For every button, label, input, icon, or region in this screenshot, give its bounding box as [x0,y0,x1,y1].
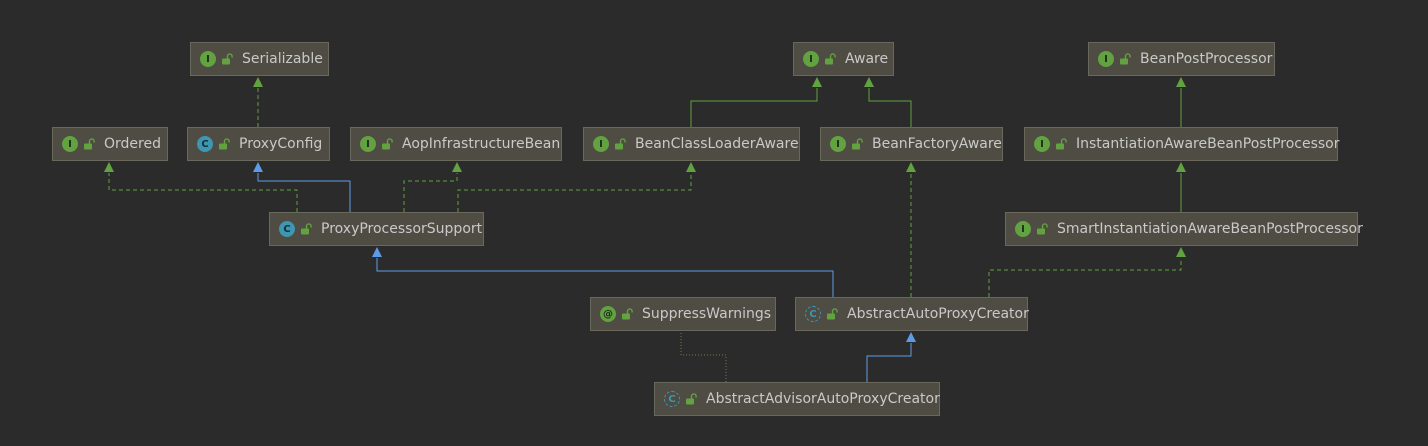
node-aapc[interactable]: C AbstractAutoProxyCreator [795,297,1029,331]
node-label: AopInfrastructureBean [402,136,561,152]
edge-aapc-to-siabpp-arrowhead [1176,247,1186,257]
public-lock-icon [222,53,233,65]
node-aaapc[interactable]: C AbstractAdvisorAutoProxyCreator [654,382,940,416]
interface-badge-icon: I [593,136,609,152]
public-lock-icon [84,138,95,150]
node-iabpp[interactable]: I InstantiationAwareBeanPostProcessor [1024,127,1340,161]
node-siabpp[interactable]: I SmartInstantiationAwareBeanPostProcesso… [1005,212,1363,246]
interface-badge-icon: I [1034,136,1050,152]
public-lock-icon [615,138,626,150]
edge-iabpp-to-beanpostprocessor-arrowhead [1176,77,1186,87]
edge-beanfactoryaware-to-aware [868,88,912,127]
node-beanclassloaderaware[interactable]: I BeanClassLoaderAware [583,127,800,161]
node-label: AbstractAutoProxyCreator [847,306,1029,322]
public-lock-icon [1037,223,1048,235]
node-proxyprocessorsupport[interactable]: C ProxyProcessorSupport [269,212,484,246]
public-lock-icon [1120,53,1131,65]
node-label: ProxyConfig [239,136,323,152]
public-lock-icon [382,138,393,150]
edge-aaapc-to-aapc-arrowhead [906,332,916,342]
node-proxyconfig[interactable]: C ProxyConfig [187,127,330,161]
class-badge-icon: C [197,136,213,152]
edge-proxyprocessorsupport-to-ordered-arrowhead [104,162,114,172]
interface-badge-icon: I [1098,51,1114,67]
interface-badge-icon: I [200,51,216,67]
edge-aaapc-to-aapc [866,343,912,382]
edge-beanclassloaderaware-to-aware-arrowhead [812,77,822,87]
public-lock-icon [852,138,863,150]
edge-aapc-to-proxyprocessorsupport [376,258,834,297]
edge-aapc-to-proxyprocessorsupport-arrowhead [372,247,382,257]
node-suppresswarnings[interactable]: @ SuppressWarnings [590,297,776,331]
edge-aaapc-to-suppresswarnings [680,331,727,382]
public-lock-icon [686,393,697,405]
node-label: BeanPostProcessor [1140,51,1273,67]
node-beanpostprocessor[interactable]: I BeanPostProcessor [1088,42,1275,76]
edge-proxyprocessorsupport-to-beanclassloaderaware [457,173,692,212]
node-aopinfra[interactable]: I AopInfrastructureBean [350,127,562,161]
public-lock-icon [825,53,836,65]
edge-proxyprocessorsupport-to-beanclassloaderaware-arrowhead [686,162,696,172]
node-label: SmartInstantiationAwareBeanPostProcessor [1057,221,1363,237]
edge-beanfactoryaware-to-aware-arrowhead [864,77,874,87]
node-label: AbstractAdvisorAutoProxyCreator [706,391,940,407]
node-label: InstantiationAwareBeanPostProcessor [1076,136,1340,152]
edge-proxyconfig-to-serializable-arrowhead [253,77,263,87]
node-label: Ordered [104,136,161,152]
node-label: Aware [845,51,889,67]
public-lock-icon [219,138,230,150]
node-serializable[interactable]: I Serializable [190,42,329,76]
node-aware[interactable]: I Aware [793,42,894,76]
annotation-badge-icon: @ [600,306,616,322]
node-ordered[interactable]: I Ordered [52,127,168,161]
public-lock-icon [827,308,838,320]
interface-badge-icon: I [830,136,846,152]
node-label: ProxyProcessorSupport [321,221,483,237]
node-label: BeanFactoryAware [872,136,1002,152]
public-lock-icon [622,308,633,320]
edge-proxyprocessorsupport-to-proxyconfig-arrowhead [253,162,263,172]
node-label: Serializable [242,51,323,67]
interface-badge-icon: I [360,136,376,152]
edge-aapc-to-siabpp [988,258,1182,297]
edge-proxyprocessorsupport-to-proxyconfig [257,173,351,212]
interface-badge-icon: I [1015,221,1031,237]
edge-proxyprocessorsupport-to-ordered [108,173,298,212]
edge-proxyprocessorsupport-to-aopinfra [403,173,458,212]
edge-beanclassloaderaware-to-aware [690,88,818,127]
class-badge-icon: C [279,221,295,237]
edge-siabpp-to-iabpp-arrowhead [1176,162,1186,172]
abstract-badge-icon: C [805,306,821,322]
node-label: BeanClassLoaderAware [635,136,799,152]
edge-aapc-to-beanfactoryaware-arrowhead [906,162,916,172]
node-label: SuppressWarnings [642,306,772,322]
public-lock-icon [1056,138,1067,150]
public-lock-icon [301,223,312,235]
interface-badge-icon: I [62,136,78,152]
node-beanfactoryaware[interactable]: I BeanFactoryAware [820,127,1003,161]
interface-badge-icon: I [803,51,819,67]
edge-proxyprocessorsupport-to-aopinfra-arrowhead [452,162,462,172]
abstract-badge-icon: C [664,391,680,407]
